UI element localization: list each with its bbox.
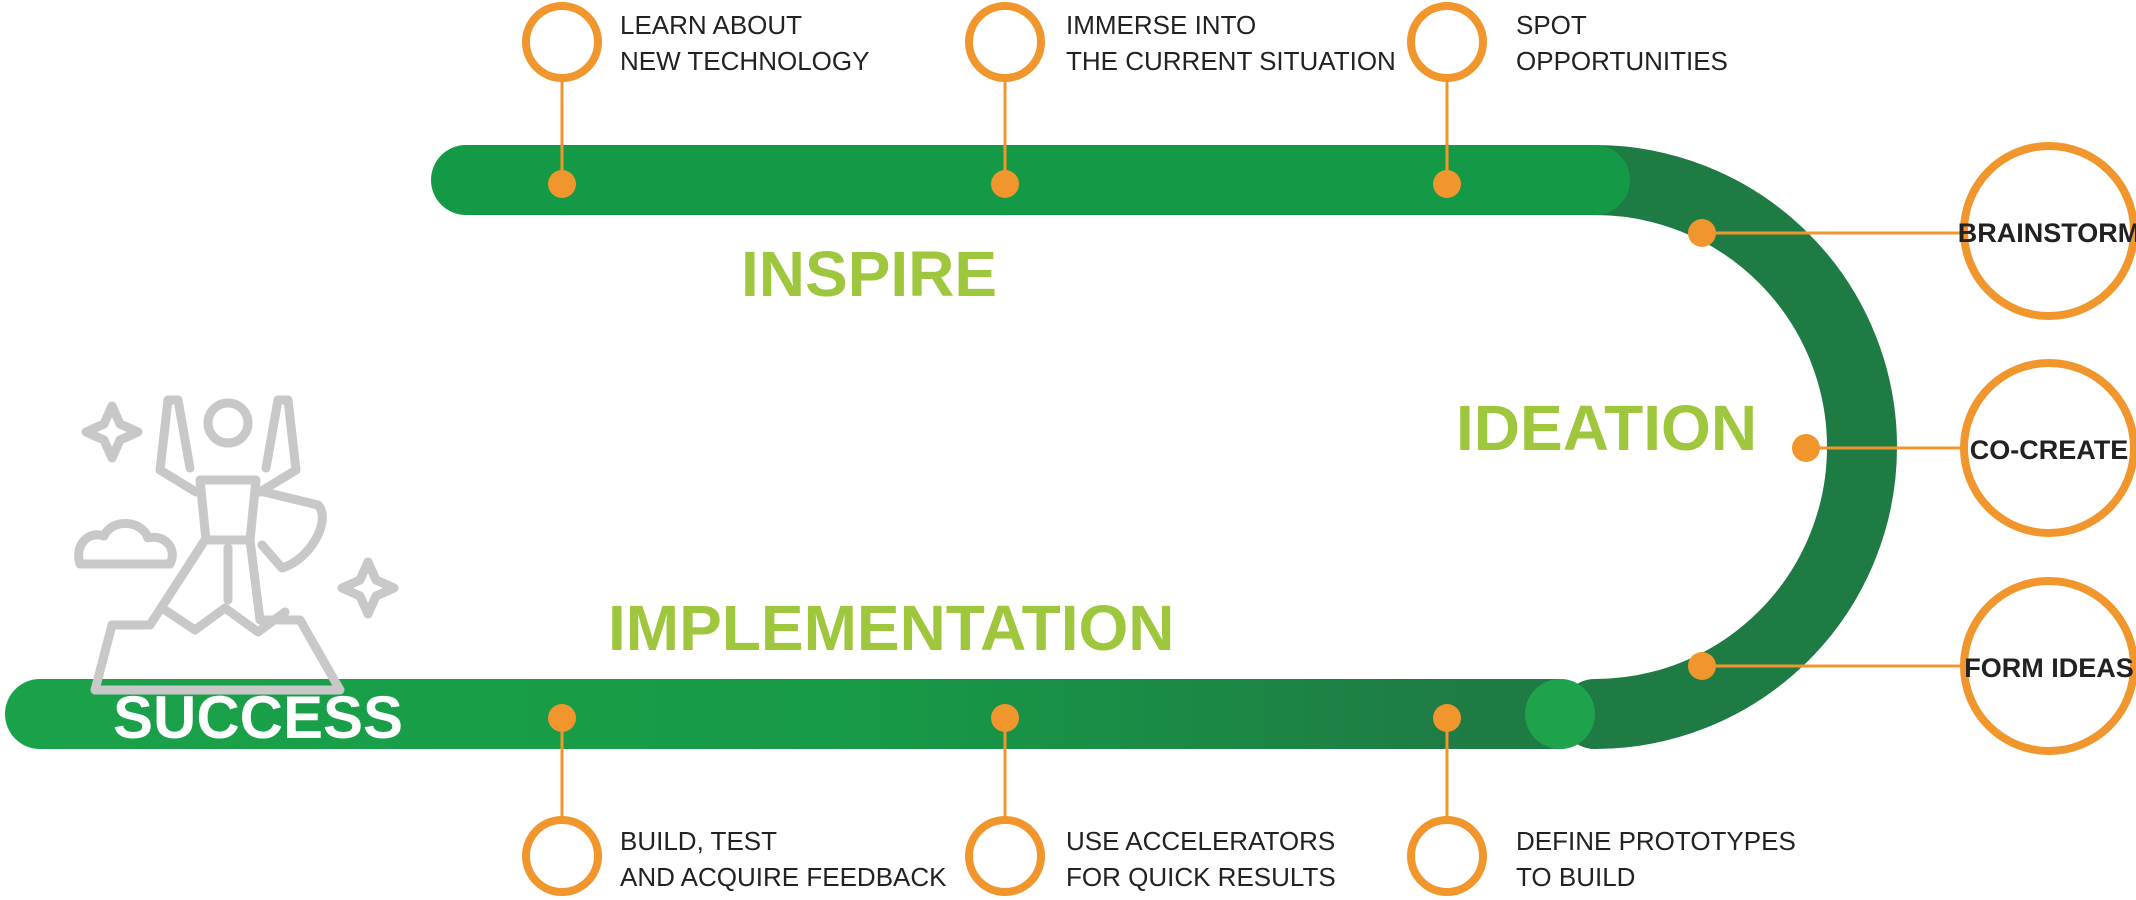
step-circle-build (522, 816, 602, 896)
spot-label-line1: SPOT (1516, 10, 1587, 40)
right-connectors (1702, 231, 1962, 668)
co-create-circle (1960, 359, 2136, 537)
track-bottom-bar-end (1525, 679, 1595, 749)
build-label-line2: AND ACQUIRE FEEDBACK (620, 862, 947, 892)
top-connectors (560, 80, 1449, 183)
phase-implementation: IMPLEMENTATION (608, 592, 1174, 664)
co-create-label: CO-CREATE (1970, 435, 2129, 465)
phase-success: SUCCESS (113, 684, 403, 751)
step-circle-accelerators (965, 816, 1045, 896)
learn-label-line1: LEARN ABOUT (620, 10, 802, 40)
immerse-label-line2: THE CURRENT SITUATION (1066, 46, 1396, 76)
step-circle-spot (1407, 2, 1487, 82)
phase-ideation: IDEATION (1456, 392, 1757, 464)
spot-label-line2: OPPORTUNITIES (1516, 46, 1728, 76)
build-label-line1: BUILD, TEST (620, 826, 777, 856)
immerse-label-line1: IMMERSE INTO (1066, 10, 1256, 40)
brainstorm-label: BRAINSTORM (1958, 218, 2136, 248)
summit-person-icon (74, 395, 399, 695)
form-ideas-circle (1960, 577, 2136, 755)
learn-label-line2: NEW TECHNOLOGY (620, 46, 869, 76)
bottom-connectors (560, 718, 1449, 820)
track-dots (548, 170, 1820, 732)
step-circle-immerse (965, 2, 1045, 82)
step-circle-prototypes (1407, 816, 1487, 896)
accelerators-label-line1: USE ACCELERATORS (1066, 826, 1335, 856)
brainstorm-circle (1960, 142, 2136, 320)
prototypes-label-line1: DEFINE PROTOTYPES (1516, 826, 1796, 856)
step-circle-learn (522, 2, 602, 82)
accelerators-label-line2: FOR QUICK RESULTS (1066, 862, 1336, 892)
track-bottom-bar (5, 679, 1595, 749)
prototypes-label-line2: TO BUILD (1516, 862, 1635, 892)
phase-inspire: INSPIRE (741, 238, 997, 310)
form-ideas-label: FORM IDEAS (1964, 653, 2134, 683)
